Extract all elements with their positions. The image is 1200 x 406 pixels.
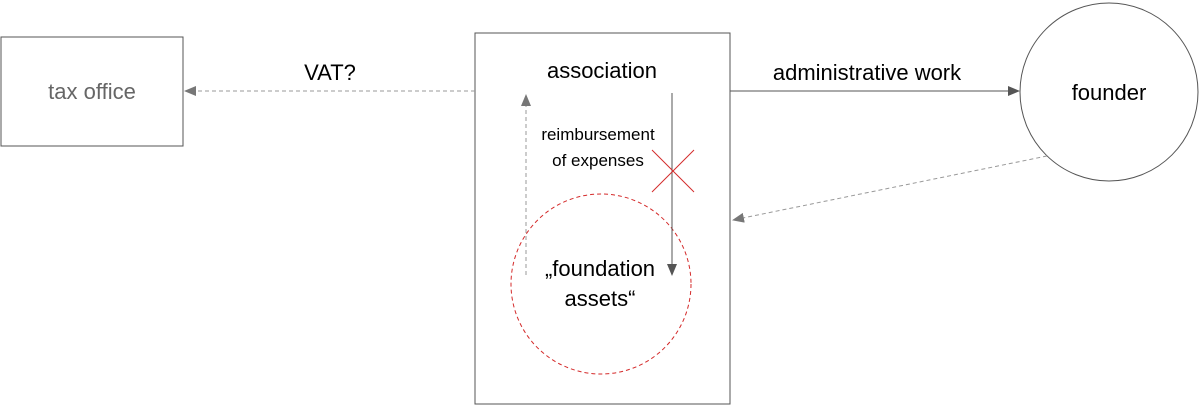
foundation-assets-node: „foundation assets“ [510,193,692,375]
vat-edge: VAT? [184,60,475,96]
tax-office-label: tax office [48,79,136,104]
founder-node: founder [1019,2,1199,182]
tax-office-node: tax office [0,36,184,147]
vat-label: VAT? [304,60,356,85]
founder-circle [1019,2,1199,182]
administrative-work-label: administrative work [773,60,962,85]
association-node: association [474,32,731,405]
tax-office-box [0,36,184,147]
foundation-assets-label-line1: „foundation [545,256,655,281]
association-box [474,32,731,405]
red-cross-icon [651,149,695,193]
founder-label: founder [1072,80,1147,105]
reimbursement-label-line2: of expenses [552,151,644,170]
administrative-work-edge: administrative work [730,60,1020,96]
foundation-assets-circle [510,193,692,375]
reimbursement-edge-label: reimbursement of expenses [541,125,655,170]
foundation-assets-label-line2: assets“ [565,286,636,311]
association-label: association [547,58,657,83]
founder-to-association-arrow [732,155,1048,223]
reimbursement-label-line1: reimbursement [541,125,655,144]
